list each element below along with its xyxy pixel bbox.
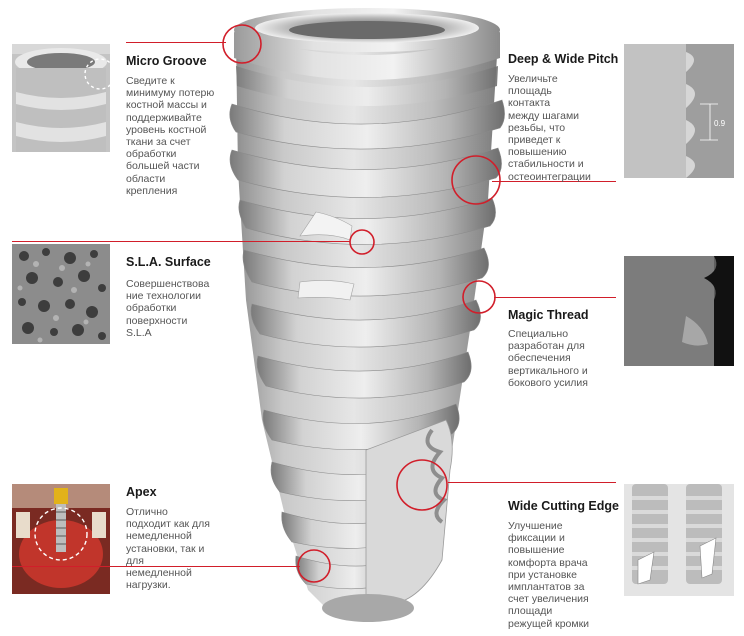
- apex-title: Apex: [126, 485, 157, 499]
- sla-surface-connector: [12, 241, 350, 242]
- sla-surface-title: S.L.A. Surface: [126, 255, 211, 269]
- magic-thread-connector: [494, 297, 616, 298]
- wide-cutting-edge-connector: [448, 482, 616, 483]
- deep-wide-pitch-title: Deep & Wide Pitch: [508, 52, 619, 66]
- apex-inset: [12, 484, 110, 594]
- micro-groove-title: Micro Groove: [126, 54, 207, 68]
- pitch-dimension-label: 0.9: [714, 119, 726, 128]
- wide-cutting-edge-title: Wide Cutting Edge: [508, 499, 619, 513]
- micro-groove-connector: [126, 42, 226, 43]
- apex-connector: [12, 566, 300, 567]
- deep-wide-pitch-connector: [492, 181, 616, 182]
- wide-cutting-edge-inset: [624, 484, 734, 596]
- micro-groove-inset: [12, 44, 110, 152]
- sla-surface-inset: [12, 244, 110, 344]
- implant-illustration: [229, 8, 505, 622]
- deep-wide-pitch-inset: 0.9: [624, 44, 734, 178]
- magic-thread-inset: [624, 256, 734, 366]
- magic-thread-title: Magic Thread: [508, 308, 589, 322]
